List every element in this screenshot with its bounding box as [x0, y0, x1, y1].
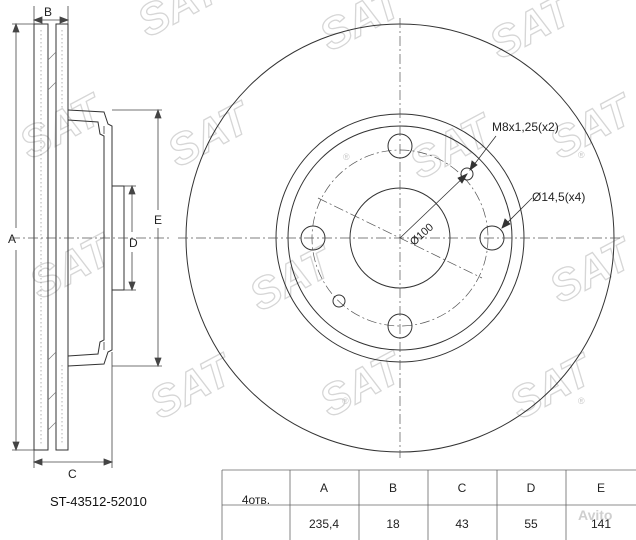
dimension-b	[32, 6, 70, 24]
watermark-sat: SAT	[130, 0, 231, 47]
hat-profile	[67, 109, 113, 367]
value-cell-b: 18	[386, 517, 400, 531]
spec-table: ST-43512-52010 4отв. A B C D E 235,4 18 …	[50, 469, 636, 540]
thread-hole-lower	[332, 294, 346, 308]
value-cell-d: 55	[524, 517, 538, 531]
dimension-d-label: D	[129, 236, 138, 250]
watermark-registered-mark: ®	[343, 152, 350, 162]
thread-callout-label: M8x1,25(x2)	[492, 120, 559, 134]
watermark-sat: SAT	[402, 104, 503, 189]
header-cell-b: B	[389, 481, 397, 495]
header-cell-d: D	[527, 481, 536, 495]
dimension-c	[32, 352, 114, 468]
value-cell-c: 43	[455, 517, 469, 531]
part-number: ST-43512-52010	[50, 494, 147, 509]
plate-hatching	[40, 30, 63, 445]
header-cell-a: A	[320, 481, 328, 495]
value-cell-a: 235,4	[309, 517, 339, 531]
watermark-sat: SAT	[12, 84, 113, 169]
dimension-b-label: B	[44, 5, 52, 19]
hole-callout-label: Ø14,5(x4)	[532, 190, 585, 204]
dimension-c-label: C	[68, 467, 77, 481]
header-cell-e: E	[597, 481, 605, 495]
hole-callout-leader	[501, 197, 533, 229]
thread-hole-upper	[460, 167, 474, 181]
dimension-e	[112, 108, 162, 368]
dimension-d	[124, 184, 136, 292]
watermark-registered-mark: ®	[578, 150, 585, 160]
dimension-a-label: A	[8, 232, 16, 246]
watermark-sat: SAT	[482, 0, 583, 69]
watermark-sat: SAT	[142, 344, 243, 429]
watermark-sat: SAT	[22, 224, 123, 309]
holes-count-cell: 4отв.	[242, 493, 270, 507]
watermark-sat: SAT	[502, 344, 603, 429]
value-cell-e: 141	[591, 517, 611, 531]
header-cell-c: C	[458, 481, 467, 495]
thread-callout-leader	[469, 135, 497, 171]
watermark-registered-mark: ®	[342, 396, 349, 406]
disc-inner-plate	[55, 23, 69, 451]
disc-outer-plate	[33, 23, 49, 451]
vent-hatching	[47, 51, 57, 431]
pcd-dimension	[399, 173, 468, 239]
dimension-a	[12, 22, 34, 452]
watermark-registered-mark: ®	[578, 396, 585, 406]
watermark-sat: SAT	[312, 342, 413, 427]
watermark-layer: SAT SAT SAT SAT SAT SAT SAT SAT SAT SAT …	[11, 0, 636, 429]
watermark-sat: SAT	[160, 92, 261, 177]
pcd-label: Ø100	[408, 221, 436, 248]
dimension-e-label: E	[154, 213, 162, 227]
watermark-sat: SAT	[312, 0, 413, 61]
watermark-sat: SAT	[242, 236, 343, 321]
site-watermark: Avito	[578, 507, 612, 523]
watermark-sat: SAT	[542, 228, 636, 313]
